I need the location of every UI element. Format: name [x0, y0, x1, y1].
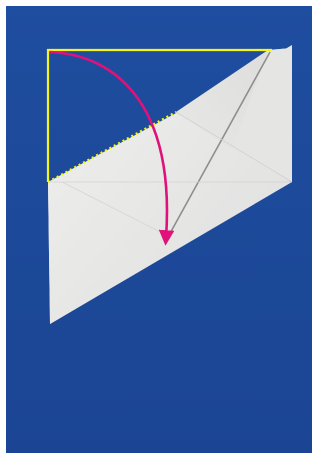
origami-photo	[0, 0, 320, 459]
photo-frame	[0, 0, 320, 459]
